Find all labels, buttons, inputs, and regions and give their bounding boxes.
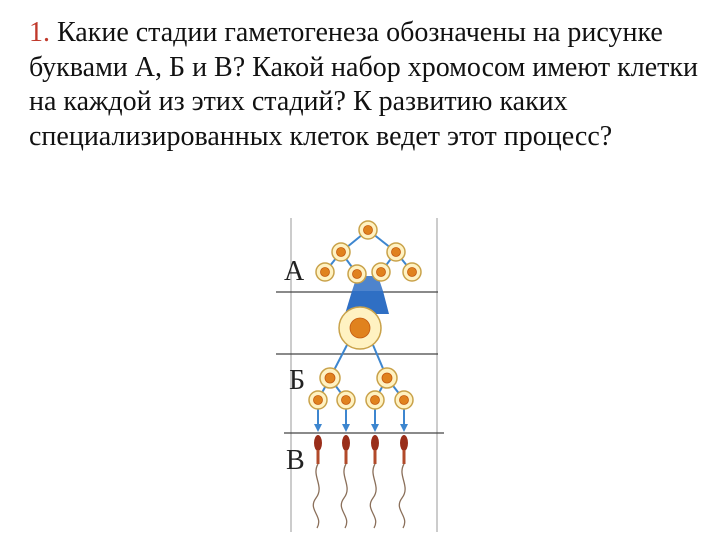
sperm-tail bbox=[369, 463, 377, 529]
sperm-tail bbox=[312, 463, 320, 529]
sperm-midpiece bbox=[344, 450, 348, 464]
stage-label-b: Б bbox=[289, 365, 305, 396]
cell-nucleus bbox=[363, 225, 373, 235]
sperm-tail bbox=[340, 463, 348, 529]
arrow-head bbox=[371, 424, 379, 432]
sperm-head bbox=[342, 435, 350, 451]
cell-nucleus bbox=[349, 317, 371, 339]
sperm-head bbox=[400, 435, 408, 451]
sperm-tail bbox=[398, 463, 406, 529]
cell-nucleus bbox=[376, 267, 386, 277]
question-body: Какие стадии гаметогенеза обозначены на … bbox=[29, 17, 698, 152]
sperm-cell bbox=[369, 435, 379, 529]
arrow-head bbox=[400, 424, 408, 432]
cell-nucleus bbox=[381, 372, 393, 384]
cell-nucleus bbox=[320, 267, 330, 277]
cell-nucleus bbox=[399, 395, 409, 405]
sperm-midpiece bbox=[402, 450, 406, 464]
sperm-midpiece bbox=[373, 450, 377, 464]
question-number: 1. bbox=[29, 17, 50, 48]
cell-nucleus bbox=[391, 247, 401, 257]
cell-nucleus bbox=[370, 395, 380, 405]
cell-nucleus bbox=[341, 395, 351, 405]
cells bbox=[308, 220, 422, 410]
arrow-head bbox=[342, 424, 350, 432]
sperm-cells bbox=[312, 435, 408, 529]
sperm-cell bbox=[340, 435, 350, 529]
sperm-head bbox=[371, 435, 379, 451]
cell-nucleus bbox=[336, 247, 346, 257]
arrow-head bbox=[314, 424, 322, 432]
stage-label-a: А bbox=[284, 256, 305, 287]
question-text: 1. Какие стадии гаметогенеза обозначены … bbox=[29, 16, 699, 154]
sperm-cell bbox=[312, 435, 322, 529]
maturation-arrows bbox=[314, 409, 408, 432]
cell-nucleus bbox=[352, 269, 362, 279]
cell-nucleus bbox=[407, 267, 417, 277]
figure-frame bbox=[290, 218, 438, 532]
stage-label-v: В bbox=[286, 445, 305, 476]
cell-nucleus bbox=[324, 372, 336, 384]
sperm-midpiece bbox=[316, 450, 320, 464]
sperm-head bbox=[314, 435, 322, 451]
cell-nucleus bbox=[313, 395, 323, 405]
sperm-cell bbox=[398, 435, 408, 529]
